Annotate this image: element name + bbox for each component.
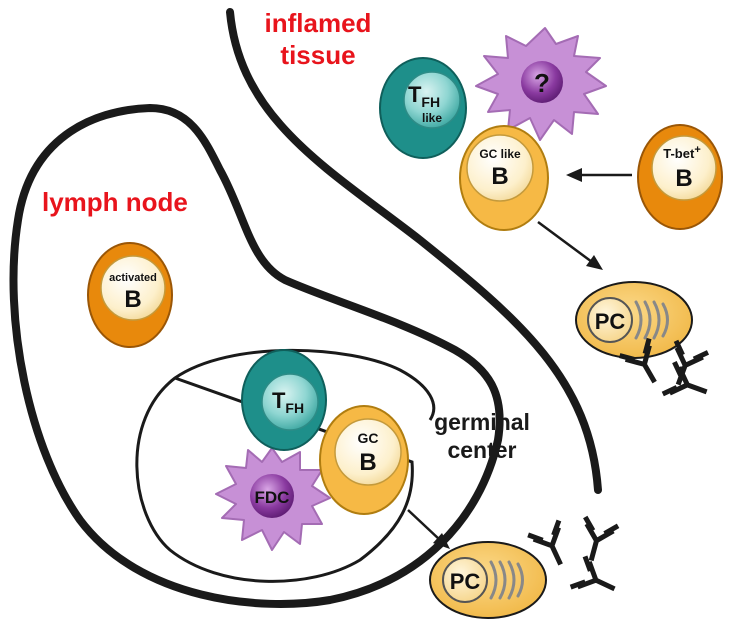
question-mark: ? bbox=[534, 68, 550, 98]
germinal-center-label-2: center bbox=[447, 437, 516, 463]
plasma-cell-tissue: PC bbox=[575, 281, 693, 359]
svg-text:TFH: TFH bbox=[408, 82, 440, 110]
inflamed-tissue-boundary bbox=[226, 8, 602, 494]
tfh-like-label: like bbox=[422, 111, 442, 125]
activated-b-cell: activated B bbox=[87, 242, 173, 348]
pc-tissue-label: PC bbox=[595, 309, 626, 334]
tfh-cell: TFH bbox=[241, 349, 327, 451]
gc-like-b-cell: GC like B bbox=[459, 125, 549, 231]
tbet-b-label: T-bet bbox=[663, 146, 695, 161]
tfh-like-sub: FH bbox=[421, 94, 440, 110]
inflamed-tissue-label-2: tissue bbox=[280, 40, 355, 70]
germinal-center-label: germinal bbox=[434, 409, 530, 435]
gc-b-cell: GC B bbox=[319, 405, 409, 515]
gc-like-b-letter: B bbox=[491, 163, 508, 190]
svg-text:TFH: TFH bbox=[272, 388, 304, 416]
dendritic-cell-nucleus bbox=[521, 61, 563, 103]
lymph-node-boundary bbox=[9, 103, 504, 608]
gc-b-letter: B bbox=[359, 449, 376, 476]
tbet-b-sup: + bbox=[694, 144, 700, 156]
gc-like-b-label: GC like bbox=[479, 147, 521, 161]
dendritic-cell: ? bbox=[475, 27, 607, 141]
arrow-gcb-to-pc bbox=[407, 509, 450, 549]
fdc-nucleus bbox=[250, 474, 294, 518]
tfh-like-main: T bbox=[408, 82, 422, 107]
plasma-cell-node: PC bbox=[429, 541, 547, 619]
activated-b-letter: B bbox=[124, 286, 141, 313]
pc-node-label: PC bbox=[450, 569, 481, 594]
activated-b-label: activated bbox=[109, 272, 157, 284]
tfh-like-cell: TFH like bbox=[379, 57, 467, 159]
tbet-b-cell: T-bet+ B bbox=[637, 124, 723, 230]
er-lines-node bbox=[489, 560, 524, 600]
tfh-main: T bbox=[272, 388, 286, 413]
germinal-center-boundary bbox=[135, 348, 436, 583]
arrow-tbet-to-gclike bbox=[566, 168, 632, 182]
arrow-gclike-to-pc bbox=[537, 220, 603, 270]
gc-b-label: GC bbox=[358, 430, 379, 446]
lymph-node-label: lymph node bbox=[42, 187, 188, 217]
tbet-b-letter: B bbox=[675, 165, 692, 192]
fdc-label: FDC bbox=[255, 488, 290, 507]
er-lines bbox=[634, 300, 669, 340]
tfh-sub: FH bbox=[285, 400, 304, 416]
fdc-cell: FDC bbox=[215, 447, 331, 551]
inflamed-tissue-label: inflamed bbox=[265, 8, 372, 38]
svg-text:T-bet+: T-bet+ bbox=[663, 144, 701, 161]
